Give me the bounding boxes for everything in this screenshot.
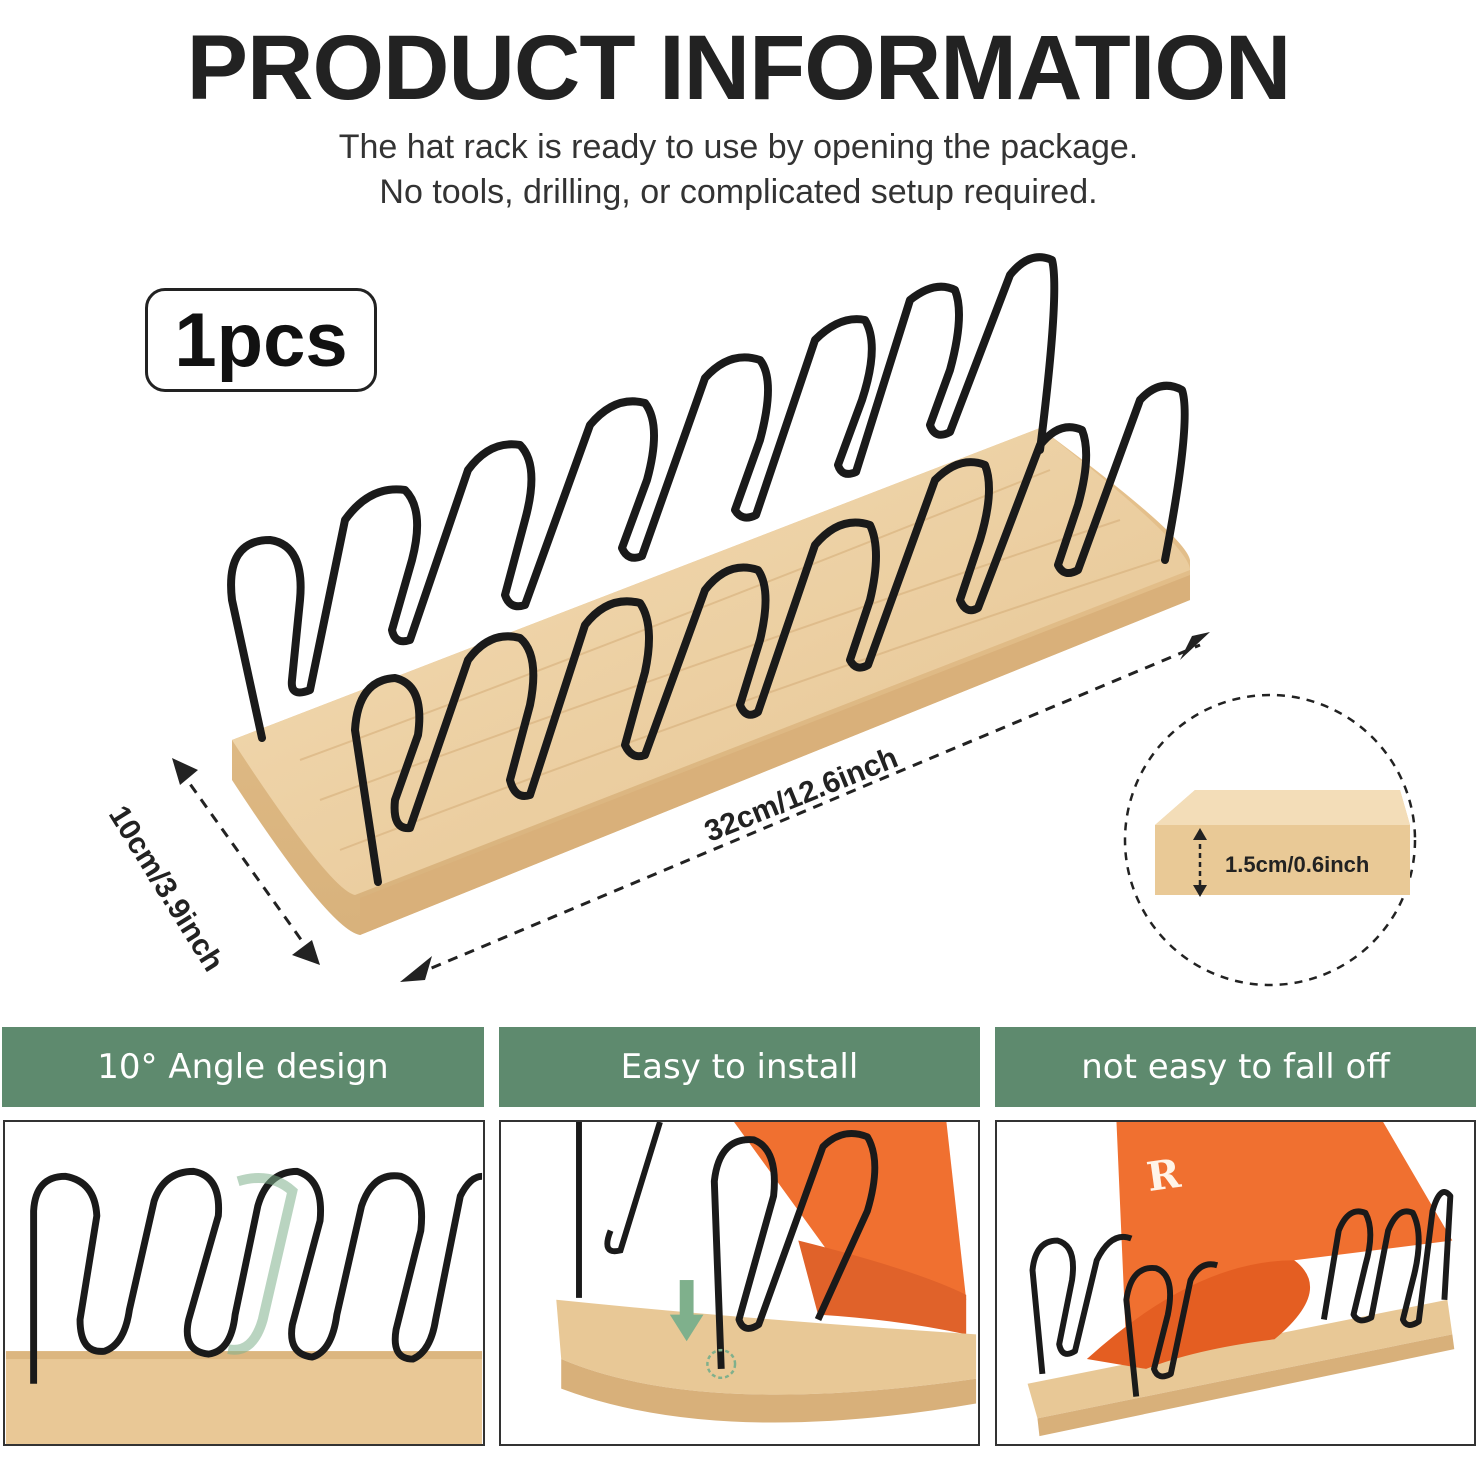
feature-bar-no-fall-off: not easy to fall off xyxy=(995,1027,1476,1107)
front-wire xyxy=(351,381,1189,886)
quantity-badge: 1pcs xyxy=(145,288,377,392)
feature-bar-easy-install: Easy to install xyxy=(499,1027,980,1107)
thickness-detail xyxy=(1123,693,1417,987)
back-wire xyxy=(227,253,1059,742)
easy-install-photo xyxy=(499,1120,980,1446)
wooden-base xyxy=(232,428,1190,935)
down-arrow-icon xyxy=(669,1280,704,1342)
thickness-label: 1.5cm/0.6inch xyxy=(1225,852,1370,877)
subtitle-line-1: The hat rack is ready to use by opening … xyxy=(338,128,1139,166)
stable-hat-photo: R xyxy=(995,1120,1476,1446)
subtitle-line-2: No tools, drilling, or complicated setup… xyxy=(379,173,1098,211)
angle-design-photo xyxy=(3,1120,485,1446)
width-dimension-arrow xyxy=(172,758,320,965)
feature-bar-angle-design: 10° Angle design xyxy=(2,1027,484,1107)
hat-rack-illustration xyxy=(172,253,1417,987)
page-title: PRODUCT INFORMATION xyxy=(186,17,1292,119)
hat-logo: R xyxy=(1143,1149,1184,1202)
length-dimension-arrow xyxy=(400,632,1210,982)
